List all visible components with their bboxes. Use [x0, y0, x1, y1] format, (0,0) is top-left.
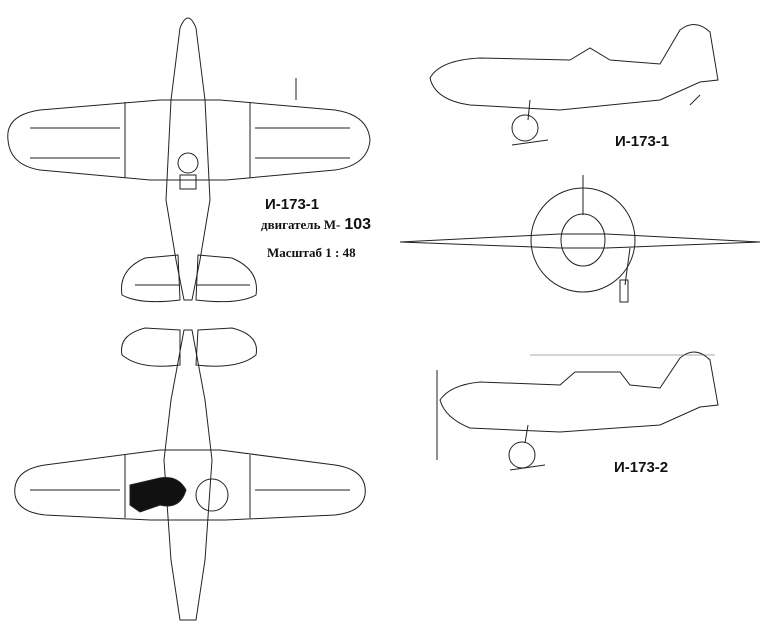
- side-view-1-drawing: [429, 24, 719, 146]
- side2-wheel: [508, 441, 536, 469]
- engine-label: двигатель М-: [261, 217, 341, 232]
- bottom-engine-shadow: [129, 477, 187, 513]
- front-wing: [399, 233, 761, 249]
- side-view-2-drawing: [436, 351, 719, 471]
- side1-fuselage: [429, 24, 719, 111]
- top-view-title: И-173-1: [265, 196, 320, 213]
- front-wheel: [619, 279, 629, 303]
- bottom-tailplane: [120, 327, 257, 367]
- bottom-fuselage: [163, 329, 213, 621]
- side-view-1-title: И-173-1: [615, 133, 670, 150]
- top-view-drawing: [7, 17, 371, 303]
- top-seat: [179, 174, 197, 190]
- bottom-wing: [14, 449, 366, 521]
- bottom-view-drawing: [14, 327, 366, 621]
- top-wing: [7, 99, 371, 181]
- scale-label: Масштаб 1 : 48: [267, 245, 356, 260]
- front-cowling: [560, 213, 606, 267]
- side2-fuselage: [439, 351, 719, 433]
- bottom-wheel-well: [195, 478, 229, 512]
- top-fuselage: [165, 17, 211, 301]
- front-view-drawing: [399, 175, 761, 303]
- top-cockpit: [177, 152, 199, 174]
- top-tailplane: [120, 254, 257, 303]
- engine-caption: двигатель М- 103: [261, 216, 371, 234]
- side1-wheel: [511, 114, 539, 142]
- side-view-2-title: И-173-2: [614, 459, 669, 476]
- engine-model: 103: [344, 216, 372, 233]
